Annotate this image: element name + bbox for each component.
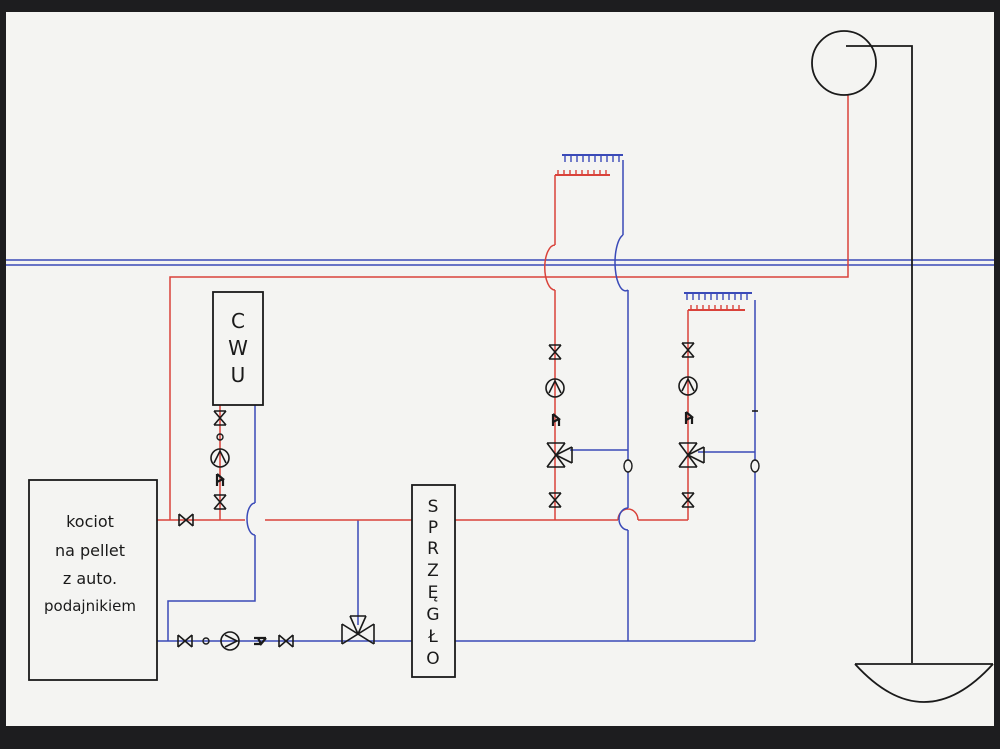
boiler-label-line: podajnikiem — [44, 597, 136, 615]
radiator-icon — [555, 154, 623, 176]
dhw-tank: C W U — [212, 291, 264, 406]
heating-circuit-1-fittings — [545, 344, 633, 508]
coupler-letter: O — [426, 649, 439, 669]
coupler-letter: R — [427, 539, 439, 559]
sensor-icon — [216, 433, 224, 441]
coupler-letter: G — [426, 605, 439, 625]
coupler-letter: Ł — [427, 627, 438, 647]
pipe-crossovers — [246, 234, 639, 536]
three-way-valve-icon — [341, 615, 375, 645]
boiler-label-line: na pellet — [55, 541, 125, 560]
hydraulic-coupler: S P R Z Ę G Ł O — [411, 484, 456, 678]
return-piping — [6, 160, 994, 642]
dhw-letter: C — [231, 309, 245, 333]
dhw-letter: U — [231, 363, 246, 387]
dhw-letter: W — [228, 336, 248, 360]
coupler-letter: P — [428, 518, 438, 538]
coupler-letter: Ę — [428, 583, 439, 603]
heating-circuit-2-fittings — [678, 342, 760, 508]
pellet-boiler: kociot na pellet z auto. podajnikiem — [28, 479, 158, 681]
boiler-return-fittings — [177, 615, 375, 651]
supply-piping — [157, 95, 849, 521]
coupler-letter: Z — [427, 561, 439, 581]
sensor-icon — [623, 459, 633, 473]
boiler-label-line: z auto. — [63, 569, 117, 588]
expansion-vessel-icon — [811, 30, 913, 663]
paper-sheet — [6, 12, 994, 726]
coupler-letter: S — [428, 497, 439, 517]
dhw-branch-fittings — [210, 410, 230, 510]
boiler-label-line: kociot — [66, 512, 114, 531]
sensor-icon — [202, 637, 210, 645]
radiator-icon — [684, 292, 752, 311]
sensor-icon — [750, 459, 760, 473]
ground-icon — [854, 663, 994, 703]
